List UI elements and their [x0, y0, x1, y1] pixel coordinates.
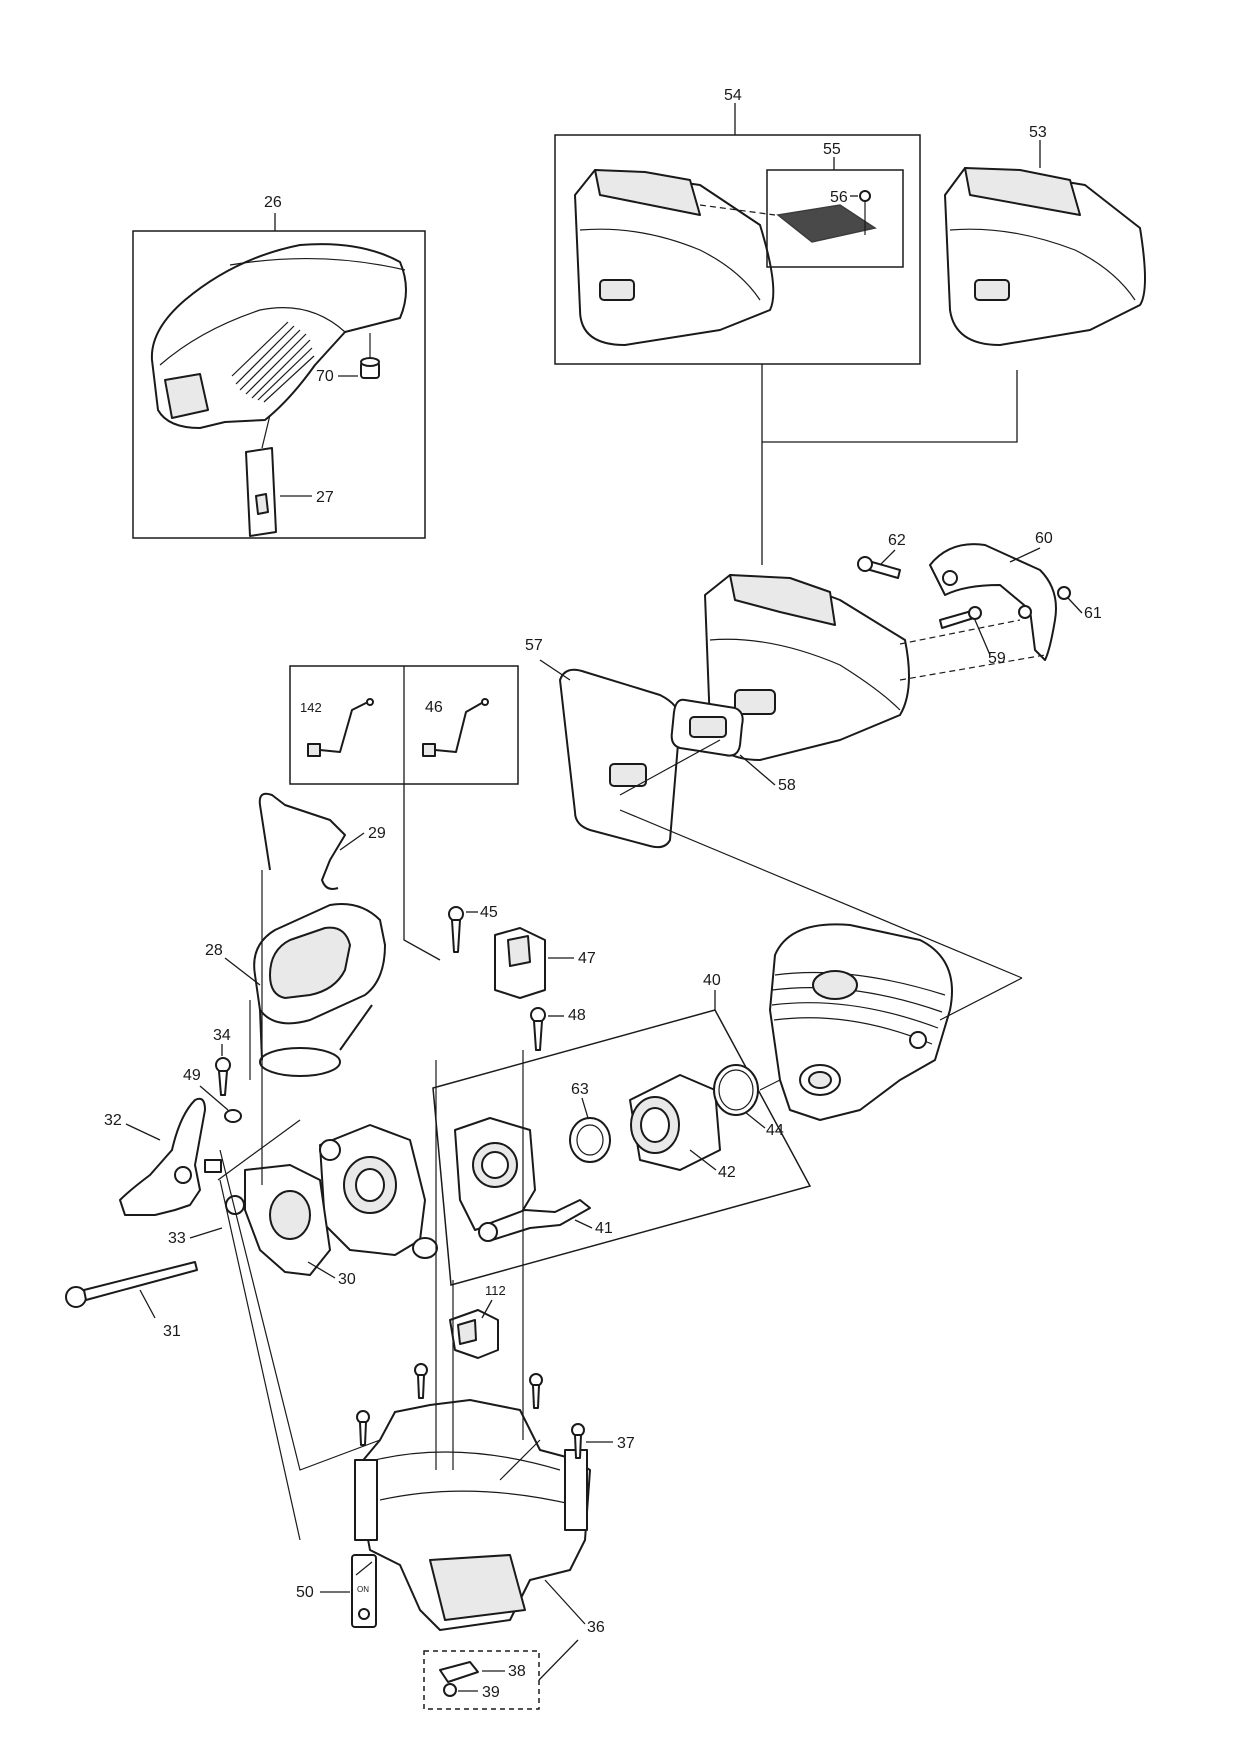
bracket-60-part	[929, 543, 1057, 661]
bolt-59-part	[939, 606, 982, 629]
label-55: 55	[823, 141, 841, 158]
screw-48-part	[530, 1007, 546, 1051]
label-46: 46	[425, 699, 443, 716]
wire-46-part	[434, 699, 488, 753]
label-45: 45	[480, 904, 498, 921]
heat-shield-57-part	[559, 668, 681, 849]
screw-61-part	[1057, 586, 1071, 600]
spark-screen-frame	[766, 169, 904, 268]
label-59: 59	[988, 650, 1006, 667]
muffler-kit-frame	[554, 134, 921, 365]
throttle-lever-32-part	[119, 1097, 206, 1216]
label-42: 42	[718, 1164, 736, 1181]
air-box-28-part	[253, 903, 386, 1077]
label-29: 29	[368, 825, 386, 842]
label-40: 40	[703, 972, 721, 989]
label-38: 38	[508, 1663, 526, 1680]
label-58: 58	[778, 777, 796, 794]
label-53: 53	[1029, 124, 1047, 141]
adapter-30-part	[225, 1164, 331, 1276]
label-49: 49	[183, 1067, 201, 1084]
plate-38-part	[439, 1661, 479, 1683]
label-57: 57	[525, 637, 543, 654]
wire-142-part	[319, 699, 373, 753]
label-47: 47	[578, 950, 596, 967]
label-28: 28	[205, 942, 223, 959]
wire-kit-group: 142 46	[289, 665, 519, 785]
intake-frame	[432, 1009, 812, 1286]
switch-33-part	[204, 1159, 222, 1173]
cover-knob-part	[360, 333, 380, 379]
label-142: 142	[300, 700, 322, 715]
label-50: 50	[296, 1584, 314, 1601]
label-32: 32	[104, 1112, 122, 1129]
muffler-guard-53-group: 53	[944, 124, 1146, 346]
carburetor-part	[319, 1124, 438, 1259]
plug-39-part	[443, 1683, 457, 1697]
switch-plate-50-part: ON	[351, 1554, 377, 1628]
muffler-assembly-group: 62 60 61 59 57 58	[525, 530, 1102, 849]
label-63: 63	[571, 1081, 589, 1098]
muffler-kit-group: 54 55 56	[554, 87, 921, 365]
spark-screen-part	[776, 204, 877, 243]
label-61: 61	[1084, 605, 1102, 622]
filter-kit-group: 38 39	[423, 1639, 579, 1710]
label-30: 30	[338, 1271, 356, 1288]
top-cover-group: 26 70 27	[132, 194, 426, 539]
bolt-31-part	[65, 1261, 198, 1308]
tube-41-part	[484, 1199, 591, 1241]
screw-45-part	[448, 906, 464, 953]
label-34: 34	[213, 1027, 231, 1044]
label-70: 70	[316, 368, 334, 385]
muffler-guard-part	[574, 169, 775, 346]
screws-37-part	[356, 1363, 585, 1459]
top-cover-part	[150, 243, 407, 429]
label-31: 31	[163, 1323, 181, 1340]
cover-tag-part	[245, 414, 277, 537]
cover-vent-grille	[231, 321, 315, 403]
label-36: 36	[587, 1619, 605, 1636]
screw-56-part	[859, 190, 871, 235]
ring-44-part	[713, 1064, 759, 1116]
label-33: 33	[168, 1230, 186, 1247]
label-56: 56	[830, 189, 848, 206]
cylinder-part	[769, 923, 953, 1121]
switch-on-text: ON	[357, 1585, 369, 1594]
screw-62-part	[857, 556, 901, 579]
label-39: 39	[482, 1684, 500, 1701]
label-27: 27	[316, 489, 334, 506]
label-62: 62	[888, 532, 906, 549]
label-60: 60	[1035, 530, 1053, 547]
bracket-47-part	[494, 927, 546, 999]
clip-112-part	[449, 1309, 499, 1359]
washer-49-part	[224, 1109, 242, 1123]
cover-assembly-frame	[132, 230, 426, 539]
intake-group: 40 63 42 41 44	[432, 972, 812, 1286]
screw-34-part	[215, 1057, 231, 1096]
ring-63-part	[569, 1117, 611, 1163]
label-37: 37	[617, 1435, 635, 1452]
label-54: 54	[724, 87, 742, 104]
label-44: 44	[766, 1122, 784, 1139]
label-112: 112	[485, 1283, 506, 1298]
label-26: 26	[264, 194, 282, 211]
crankcase-part	[354, 1399, 591, 1631]
spring-29-part	[258, 792, 346, 890]
label-48: 48	[568, 1007, 586, 1024]
label-41: 41	[595, 1220, 613, 1237]
